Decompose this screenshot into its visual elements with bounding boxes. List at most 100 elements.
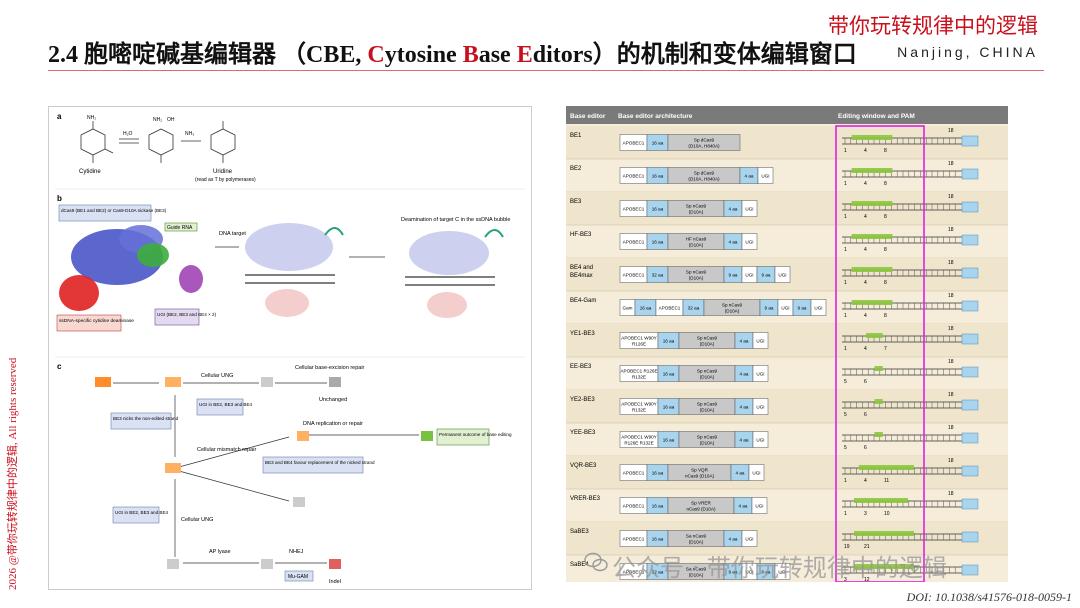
- architecture-block: [751, 497, 768, 514]
- architecture-label: 32 aa: [652, 273, 664, 278]
- architecture-label: APOBEC1: [623, 174, 645, 179]
- architecture-label: UGI: [745, 207, 753, 212]
- architecture-label: Sp nCas9: [722, 303, 743, 308]
- position-number: 7: [884, 346, 887, 352]
- architecture-label: 4 aa: [739, 504, 748, 509]
- architecture-label: nCas9 (D10A): [686, 507, 716, 512]
- architecture-label: Sp nCas9: [697, 369, 718, 374]
- position-number: 1: [844, 247, 847, 253]
- architecture-label: UGI: [756, 405, 764, 410]
- page-title: 2.4 胞嘧啶碱基编辑器 （CBE, Cytosine Base Editors…: [48, 42, 857, 68]
- architecture-label: UGI: [781, 306, 789, 311]
- position-number: 3: [844, 577, 847, 582]
- architecture-label: 9 aa: [762, 570, 771, 575]
- editor-name: BE3: [570, 199, 582, 205]
- cytidine-nh2: NH₂: [87, 115, 96, 121]
- architecture-label: 4 aa: [740, 405, 749, 410]
- editor-name: BE4-Gam: [570, 298, 596, 304]
- architecture-label: Sp nCas9: [697, 435, 718, 440]
- editor-name: BE1: [570, 133, 582, 139]
- architecture-label: 4 aa: [729, 207, 738, 212]
- pam-box: [961, 201, 979, 213]
- architecture-block: [667, 134, 741, 151]
- pathway-arrows: [113, 382, 419, 564]
- architecture-label: APOBEC1: [623, 141, 645, 146]
- position-number: 5: [844, 379, 847, 385]
- architecture-label: APOBEC1: [623, 504, 645, 509]
- mechanism-svg: a NH₂ Cytidine H₂O NH₂ OH NH₃ Uridine (r…: [55, 112, 525, 585]
- position-number: 8: [884, 280, 887, 286]
- architecture-label: 4 aa: [740, 438, 749, 443]
- architecture-label: APOBEC1: [623, 207, 645, 212]
- architecture-label: nCas9 (D10A): [685, 474, 715, 479]
- architecture-label: (D10A, H840A): [688, 144, 720, 149]
- architecture-label: 16 aa: [652, 471, 664, 476]
- architecture-block: [741, 233, 758, 250]
- architecture-label: 16 aa: [663, 438, 675, 443]
- architecture-label: UGI: [752, 471, 760, 476]
- panel-b-letter: b: [57, 194, 62, 203]
- position-number: 18: [948, 227, 954, 233]
- architecture-label: (D10A): [700, 441, 715, 446]
- architecture-label: APOBEC1 R126E: [620, 369, 657, 374]
- architecture-label: 16 aa: [652, 141, 664, 146]
- architecture-label: Sp VRER: [691, 501, 711, 506]
- architecture-label: 9 aa: [729, 570, 738, 575]
- deaminase-label: ssDNA-specific cytidine deaminase: [59, 318, 134, 324]
- doi-citation: DOI: 10.1038/s41576-018-0059-1: [906, 590, 1072, 604]
- architecture-label: 4 aa: [736, 471, 745, 476]
- pam-box: [961, 168, 979, 180]
- editor-name: BE2: [570, 166, 582, 172]
- pam-box: [961, 465, 979, 477]
- editing-window-bar: [851, 300, 893, 305]
- architecture-label: 4 aa: [729, 537, 738, 542]
- mu-gam-box: [284, 570, 314, 582]
- uridine-label: Uridine: [213, 169, 233, 175]
- architecture-block: [748, 464, 765, 481]
- position-number: 1: [844, 148, 847, 154]
- position-number: 11: [884, 478, 889, 484]
- editing-window-bar: [854, 564, 914, 569]
- editor-name: BE4 and: [570, 265, 593, 271]
- architecture-label: 16 aa: [663, 339, 675, 344]
- architecture-label: 16 aa: [652, 207, 664, 212]
- editing-window-bar: [874, 366, 883, 371]
- indel-label: Indel: [329, 579, 341, 585]
- architecture-label: Sp nCas9: [697, 336, 718, 341]
- position-number: 18: [948, 161, 954, 167]
- architecture-label: APOBEC1 W90Y: [621, 336, 657, 341]
- nh3-label: NH₃: [185, 131, 194, 137]
- position-number: 4: [864, 313, 867, 319]
- editor-name: SaBE3: [570, 529, 589, 535]
- table-header-bar: [566, 106, 1008, 124]
- position-number: 8: [884, 181, 887, 187]
- architecture-block: [741, 200, 758, 217]
- position-number: 4: [864, 181, 867, 187]
- architecture-label: 32 aa: [652, 570, 664, 575]
- cas9-dna-complex-1: [245, 223, 344, 317]
- editor-name: YE2-BE3: [570, 397, 595, 403]
- position-number: 8: [884, 247, 887, 253]
- position-number: 4: [864, 148, 867, 154]
- position-number: 12: [864, 577, 870, 582]
- architecture-label: Sp VQR: [691, 468, 709, 473]
- h2o-label: H₂O: [123, 131, 133, 137]
- architecture-label: UGI: [745, 240, 753, 245]
- architecture-label: (D10A): [700, 342, 715, 347]
- editing-window-bar: [851, 135, 893, 140]
- cas9-dna-complex-2: [405, 229, 504, 318]
- deaminase-label-box: [56, 314, 122, 332]
- architecture-label: Sa nCas9: [686, 567, 707, 572]
- abasic-site: [261, 377, 273, 387]
- dna-target-label: DNA target: [219, 231, 246, 237]
- editing-window-bar: [854, 531, 914, 536]
- deaminase-blob: [59, 275, 99, 311]
- architecture-label: 9 aa: [729, 273, 738, 278]
- architecture-label: Sp nCas9: [686, 204, 707, 209]
- deamination-label: Deamination of target C in the ssDNA bub…: [401, 217, 510, 223]
